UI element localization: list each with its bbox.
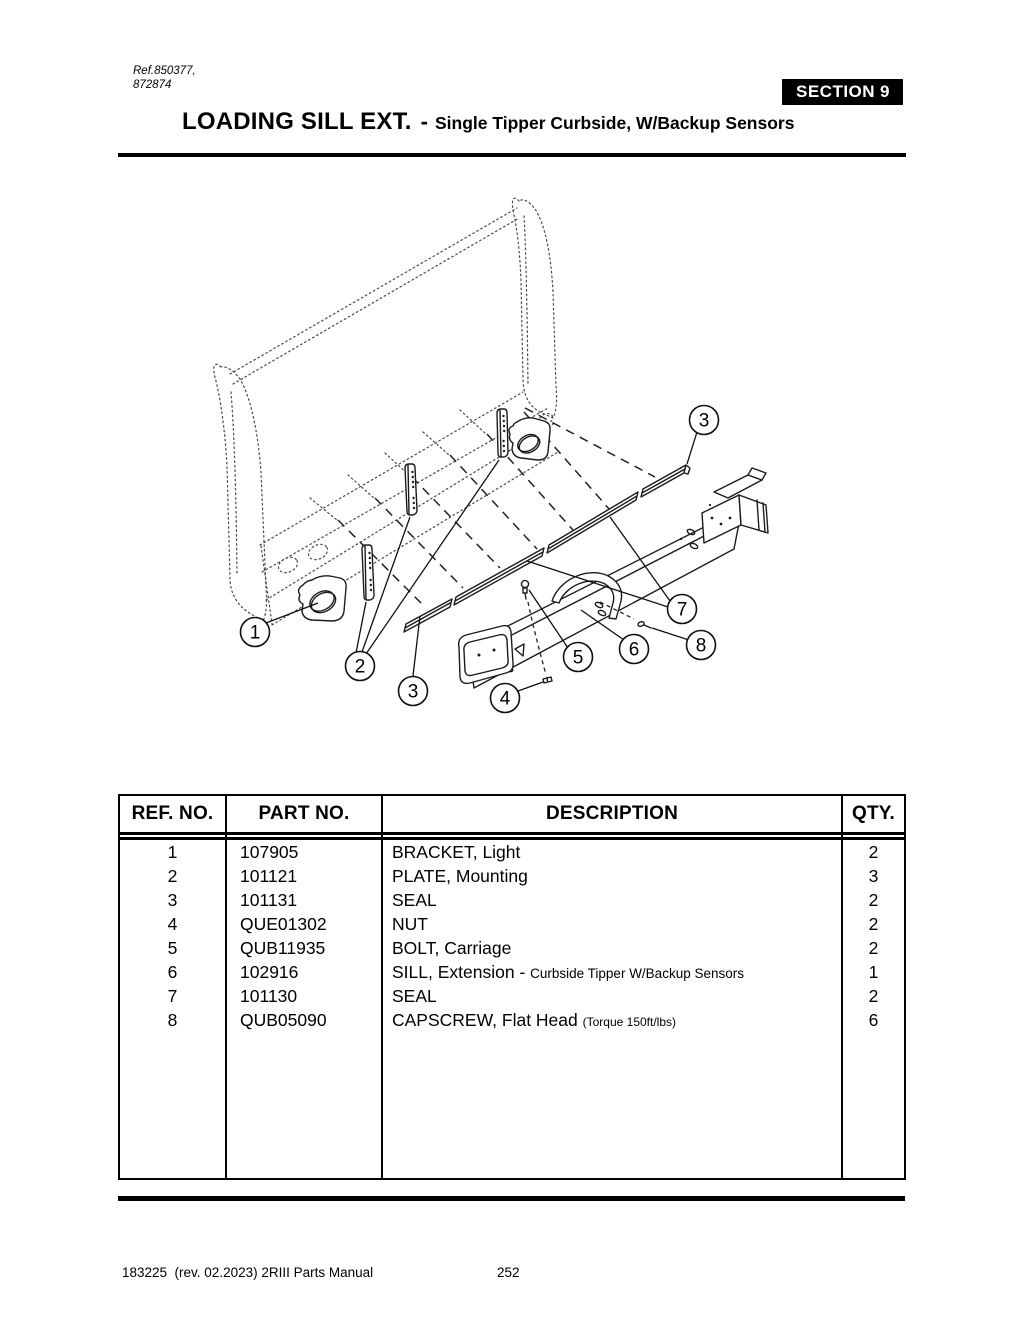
column-part-no: PART NO. 107905 101121 101131 QUE01302 Q…	[227, 796, 383, 1178]
ref-cell: 7	[167, 986, 178, 1006]
light-bracket-left	[297, 575, 347, 622]
ref-line-2: 872874	[133, 79, 172, 91]
callout-3-top: 3	[688, 404, 720, 436]
column-description: DESCRIPTION BRACKET, Light PLATE, Mounti…	[383, 796, 843, 1178]
ref-cell: 6	[167, 962, 178, 982]
qty-cell: 2	[868, 842, 879, 862]
part-cell: 102916	[240, 962, 299, 982]
column-ref-no: REF. NO. 1 2 3 4 5 6 7 8	[120, 796, 227, 1178]
part-cell: 107905	[240, 842, 299, 862]
part-cell: 101130	[240, 986, 298, 1006]
desc-cell: SEAL	[392, 986, 437, 1006]
section-number: 9	[880, 82, 890, 101]
qty-cell: 2	[868, 914, 879, 934]
title-separator: -	[420, 109, 428, 134]
part-cell: 101121	[240, 866, 298, 886]
part-cell: 101131	[240, 890, 298, 910]
callout-1: 1	[239, 616, 271, 648]
ref-cell: 2	[167, 866, 178, 886]
footer-rule	[118, 1196, 905, 1201]
header-ref-no: REF. NO.	[120, 796, 225, 840]
callout-3-bottom: 3	[397, 675, 429, 707]
callout-8: 8	[685, 629, 717, 661]
ref-cell: 3	[167, 890, 178, 910]
seal-strips	[403, 464, 691, 633]
header-description: DESCRIPTION	[383, 796, 841, 840]
part-cell: QUB05090	[240, 1010, 327, 1030]
callout-5: 5	[562, 641, 594, 673]
svg-text:4: 4	[500, 689, 511, 710]
svg-text:3: 3	[699, 411, 710, 432]
svg-text:8: 8	[696, 636, 707, 657]
svg-text:7: 7	[677, 600, 688, 621]
desc-cell: NUT	[392, 914, 428, 934]
exploded-parts-diagram: 1 2 3 4 5 6 7 8 3	[213, 197, 769, 714]
mounting-plates	[361, 408, 509, 601]
ghost-body-outline	[213, 197, 559, 626]
header-qty: QTY.	[843, 796, 904, 840]
footer-doc-info: 183225 (rev. 02.2023) 2RIII Parts Manual	[122, 1265, 374, 1280]
qty-cell: 2	[868, 890, 879, 910]
carriage-bolt	[520, 579, 547, 676]
qty-cell: 6	[868, 1010, 879, 1030]
ref-cell: 8	[167, 1010, 178, 1030]
svg-text:1: 1	[250, 623, 261, 644]
desc-cell: BOLT, Carriage	[392, 938, 512, 958]
svg-text:3: 3	[408, 682, 419, 703]
light-bracket-right	[508, 417, 551, 461]
column-qty: QTY. 2 3 2 2 2 1 2 6	[843, 796, 904, 1178]
callout-4: 4	[489, 682, 521, 714]
qty-cell: 2	[868, 986, 879, 1006]
section-badge: SECTION 9	[782, 79, 903, 105]
ref-cell: 4	[167, 914, 178, 934]
desc-cell: BRACKET, Light	[392, 842, 521, 862]
leader-lines	[265, 431, 698, 692]
callout-2: 2	[344, 650, 376, 682]
nut	[542, 676, 553, 684]
sill-extension-beam	[457, 467, 769, 689]
svg-text:5: 5	[573, 648, 584, 669]
header-part-no: PART NO.	[227, 796, 381, 840]
callout-7: 7	[666, 593, 698, 625]
qty-cell: 2	[868, 938, 879, 958]
qty-cell: 1	[868, 962, 879, 982]
title-main: LOADING SILL EXT.	[182, 108, 412, 135]
section-label: SECTION	[796, 82, 876, 101]
svg-text:6: 6	[629, 640, 640, 661]
capscrew	[599, 601, 652, 629]
ref-cell: 1	[167, 842, 178, 862]
ref-line-1: Ref.850377,	[133, 65, 196, 77]
callout-6: 6	[618, 633, 650, 665]
title-subtitle: Single Tipper Curbside, W/Backup Sensors	[434, 113, 795, 133]
page-title: LOADING SILL EXT. - Single Tipper Curbsi…	[182, 108, 794, 136]
svg-text:2: 2	[355, 657, 366, 678]
qty-cell: 3	[868, 866, 879, 886]
parts-table: REF. NO. 1 2 3 4 5 6 7 8 PART NO. 107905…	[118, 794, 906, 1180]
desc-cell: PLATE, Mounting	[392, 866, 528, 886]
reference-numbers: Ref.850377, 872874	[133, 64, 196, 92]
part-cell: QUE01302	[240, 914, 327, 934]
desc-cell: SILL, Extension - Curbside Tipper W/Back…	[392, 962, 744, 982]
ref-cell: 5	[167, 938, 178, 958]
desc-cell: CAPSCREW, Flat Head (Torque 150ft/lbs)	[392, 1010, 677, 1030]
header-rule	[118, 153, 906, 157]
desc-cell: SEAL	[392, 890, 437, 910]
footer-page-number: 252	[497, 1265, 520, 1280]
part-cell: QUB11935	[240, 938, 326, 958]
